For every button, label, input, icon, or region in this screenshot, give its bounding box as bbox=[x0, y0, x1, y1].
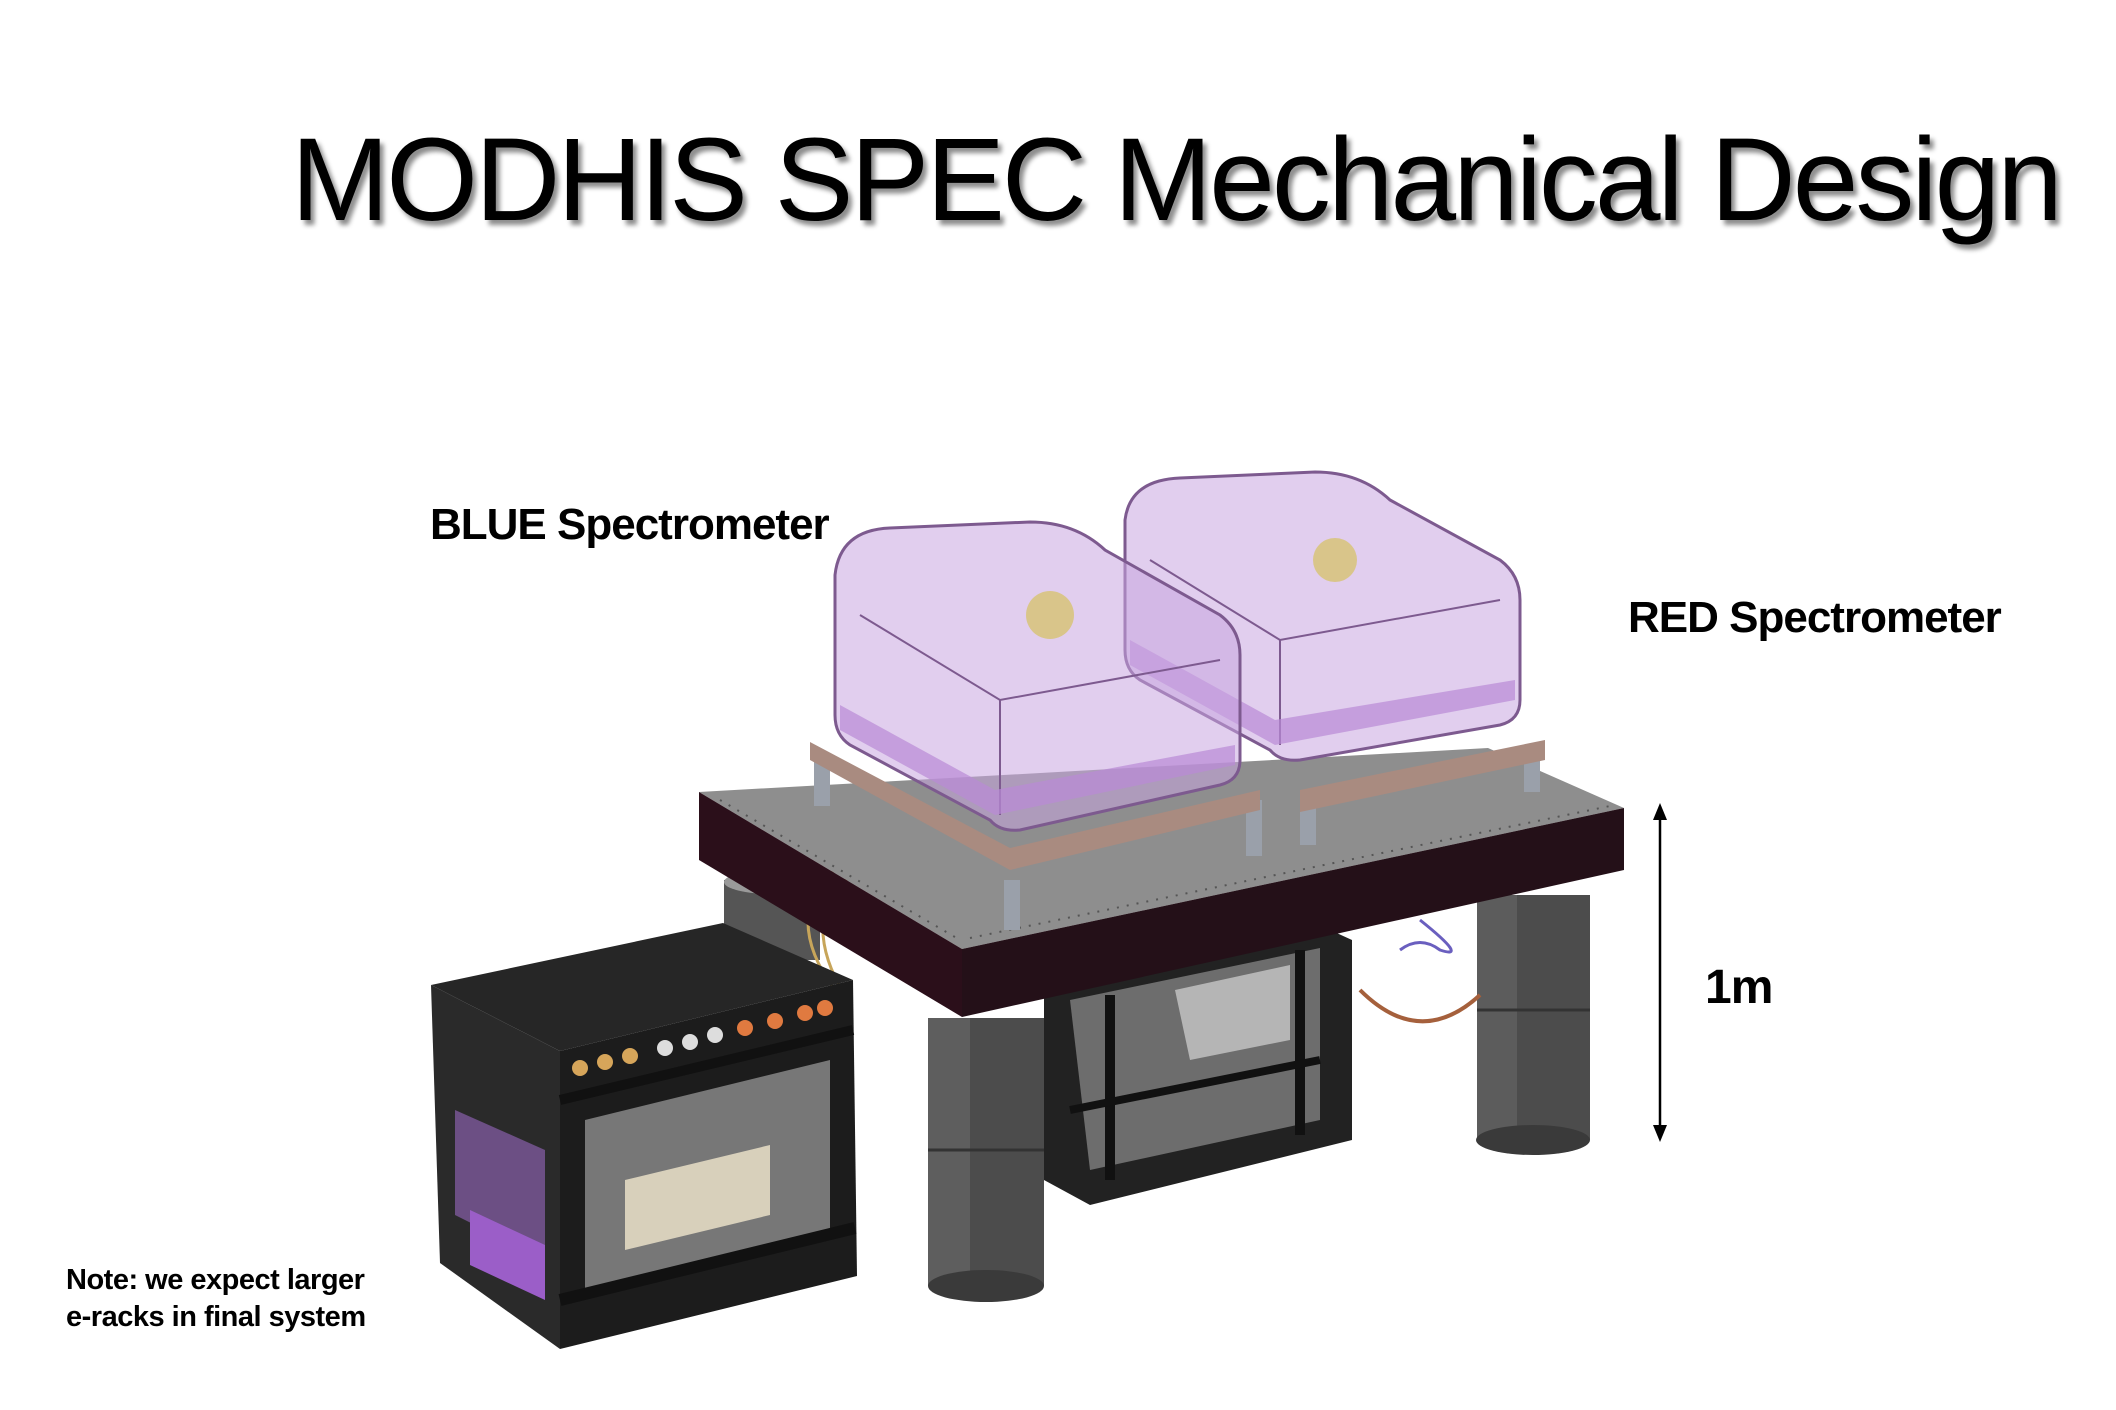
height-dimension-arrow bbox=[1653, 803, 1667, 1142]
height-dimension-label: 1m bbox=[1705, 961, 1773, 1014]
blue-spectrometer-label: BLUE Spectrometer bbox=[430, 500, 830, 549]
slide-title: MODHIS SPEC Mechanical Design bbox=[291, 114, 2063, 246]
note-line-2: e-racks in final system bbox=[66, 1301, 366, 1333]
note-text: Note: we expect larger e-racks in final … bbox=[66, 1262, 366, 1336]
optical-table bbox=[699, 748, 1624, 1017]
isolator-leg-right bbox=[1476, 895, 1590, 1155]
isolator-leg-front bbox=[928, 1018, 1044, 1302]
under-table-rack bbox=[1044, 930, 1352, 1205]
electronics-rack bbox=[431, 923, 857, 1349]
note-line-1: Note: we expect larger bbox=[66, 1264, 365, 1296]
blue-spectrometer-enclosure bbox=[810, 520, 1260, 870]
red-spectrometer-label: RED Spectrometer bbox=[1628, 593, 2002, 642]
